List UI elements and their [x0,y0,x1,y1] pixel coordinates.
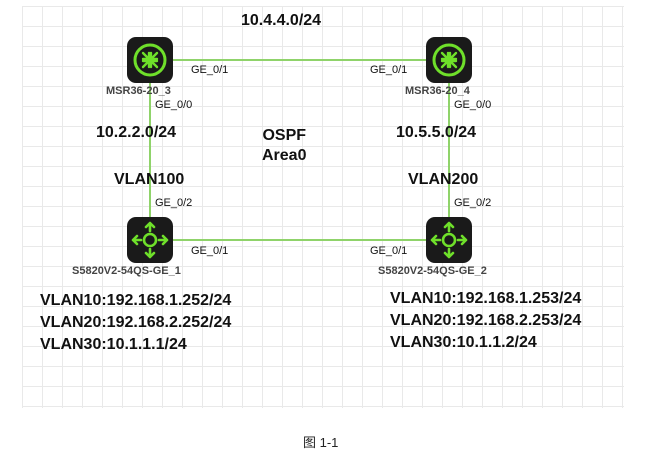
port-label-sw1-ge02: GE_0/2 [155,197,193,209]
network-label-top: 10.4.4.0/24 [241,12,322,29]
switch-name-sw1: S5820V2-54QS-GE_1 [72,265,181,277]
port-label-sw2-ge01: GE_0/1 [370,245,408,257]
port-label-sw2-ge02: GE_0/2 [454,197,492,209]
router-icon [426,37,472,83]
layer3-switch-icon [127,217,173,263]
sw2-vlan-interface: VLAN10:192.168.1.253/24 [390,290,582,307]
port-label-r4-ge01: GE_0/1 [370,64,408,76]
router-name-r3: MSR36-20_3 [106,85,171,97]
router-icon [127,37,173,83]
area-label: Area0 [262,147,307,164]
port-label-r4-ge00: GE_0/0 [454,99,492,111]
layer3-switch-icon [426,217,472,263]
sw1-vlan-interface: VLAN20:192.168.2.252/24 [40,314,232,331]
ospf-label: OSPF [262,127,307,144]
sw1-vlan-interface: VLAN10:192.168.1.252/24 [40,292,232,309]
grid-background [22,6,624,408]
port-label-sw1-ge01: GE_0/1 [191,245,229,257]
vlan-label-left: VLAN100 [114,171,185,188]
port-label-r3-ge01: GE_0/1 [191,64,229,76]
figure-caption: 图 1-1 [303,435,339,450]
ospf-area-label: OSPF Area0 [262,126,306,166]
router-name-r4: MSR36-20_4 [405,85,470,97]
port-label-r3-ge00: GE_0/0 [155,99,193,111]
sw2-vlan-interface: VLAN30:10.1.1.2/24 [390,334,537,351]
sw1-vlan-interface: VLAN30:10.1.1.1/24 [40,336,187,353]
sw2-vlan-interface: VLAN20:192.168.2.253/24 [390,312,582,329]
switch-name-sw2: S5820V2-54QS-GE_2 [378,265,487,277]
network-label-left: 10.2.2.0/24 [96,124,177,141]
network-label-right: 10.5.5.0/24 [396,124,477,141]
vlan-label-right: VLAN200 [408,171,479,188]
